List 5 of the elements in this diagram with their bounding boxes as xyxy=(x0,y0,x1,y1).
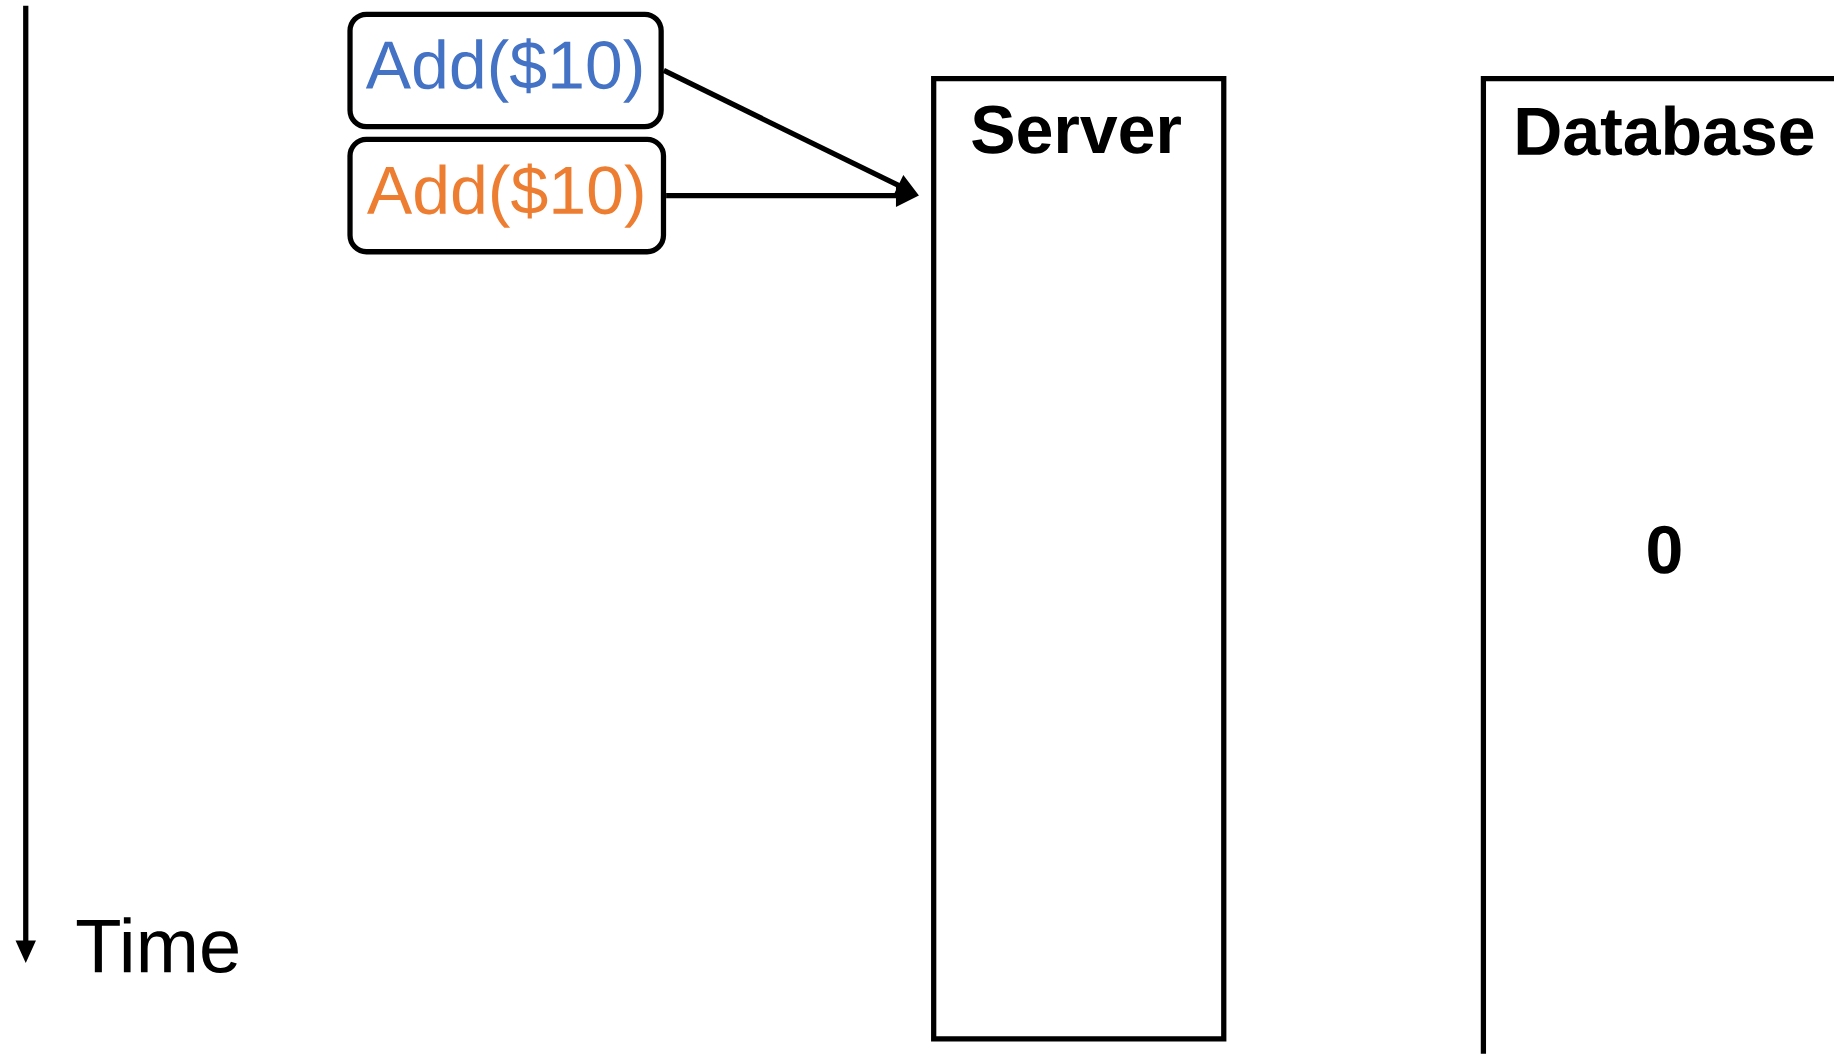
axis-label: Time xyxy=(76,917,238,974)
server-box: Server xyxy=(931,76,1227,1042)
message-box: Add($10) xyxy=(347,136,667,255)
message-box: Add($10) xyxy=(347,11,664,130)
database-box: Database 0 xyxy=(1480,76,1834,1054)
